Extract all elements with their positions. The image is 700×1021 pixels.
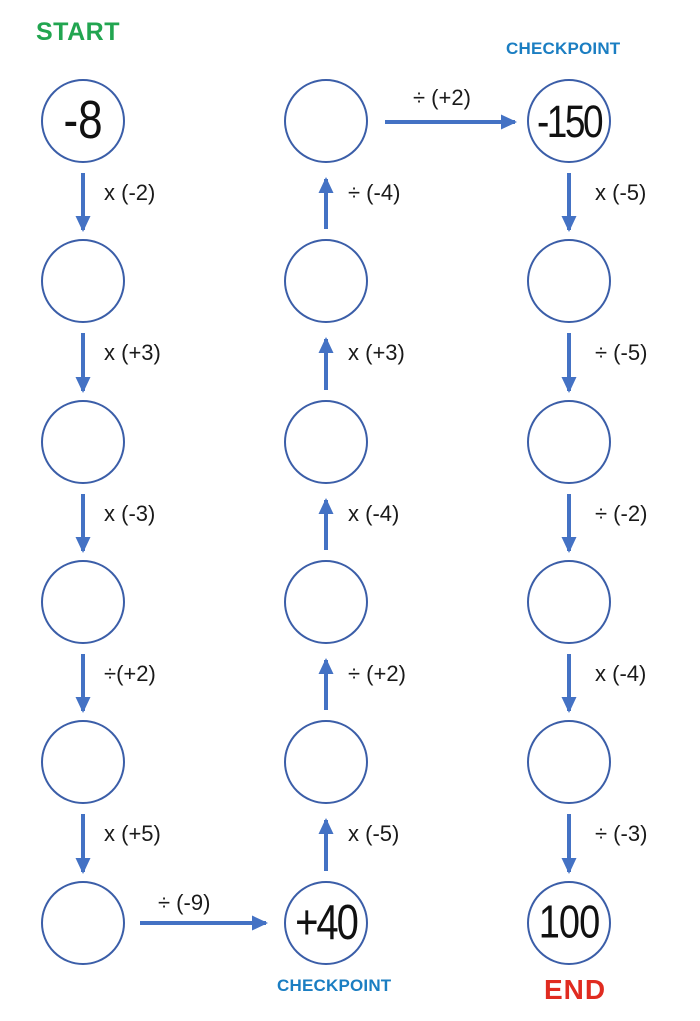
node-checkpoint-mid: +40 — [284, 881, 368, 965]
op-label-col3-2: ÷ (-5) — [595, 340, 648, 365]
node-checkpoint-right-value: -150 — [536, 95, 604, 147]
op-label-col2-2: x (+3) — [348, 340, 405, 365]
node-col1-row6-empty — [41, 881, 125, 965]
op-label-col2-4: ÷ (+2) — [348, 661, 406, 686]
op-label-col2-1: ÷ (-4) — [348, 180, 401, 205]
checkpoint-label-top: CHECKPOINT — [506, 39, 621, 58]
op-label-col2-5: x (-5) — [348, 821, 400, 846]
op-label-col3-4: x (-4) — [595, 661, 647, 686]
node-col3-row3-empty — [527, 400, 611, 484]
node-col2-row3-empty — [284, 400, 368, 484]
node-col3-row5-empty — [527, 720, 611, 804]
node-start: -8 — [41, 79, 125, 163]
op-label-bridge-bottom: ÷ (-9) — [158, 890, 211, 915]
node-col2-row2-empty — [284, 239, 368, 323]
op-label-col3-5: ÷ (-3) — [595, 821, 648, 846]
op-label-col1-4: ÷(+2) — [104, 661, 156, 686]
node-col1-row2-empty — [41, 239, 125, 323]
node-checkpoint-right: -150 — [527, 79, 611, 163]
op-label-col1-1: x (-2) — [104, 180, 156, 205]
start-label: START — [36, 18, 120, 46]
node-checkpoint-mid-value: +40 — [295, 896, 359, 950]
op-label-col2-3: x (-4) — [348, 501, 400, 526]
node-col1-row5-empty — [41, 720, 125, 804]
node-col2-row5-empty — [284, 720, 368, 804]
op-label-col1-5: x (+5) — [104, 821, 161, 846]
node-col3-row2-empty — [527, 239, 611, 323]
node-end: 100 — [527, 881, 611, 965]
end-label: END — [544, 974, 607, 1005]
node-col2-row1-empty — [284, 79, 368, 163]
op-label-col3-3: ÷ (-2) — [595, 501, 648, 526]
op-label-col1-2: x (+3) — [104, 340, 161, 365]
op-label-bridge-top: ÷ (+2) — [413, 85, 471, 110]
node-end-value: 100 — [538, 897, 600, 949]
node-col3-row4-empty — [527, 560, 611, 644]
op-label-col3-1: x (-5) — [595, 180, 647, 205]
node-col1-row3-empty — [41, 400, 125, 484]
op-label-col1-3: x (-3) — [104, 501, 156, 526]
node-col1-row4-empty — [41, 560, 125, 644]
checkpoint-label-bottom: CHECKPOINT — [277, 976, 392, 995]
node-col2-row4-empty — [284, 560, 368, 644]
node-start-value: -8 — [63, 90, 103, 151]
